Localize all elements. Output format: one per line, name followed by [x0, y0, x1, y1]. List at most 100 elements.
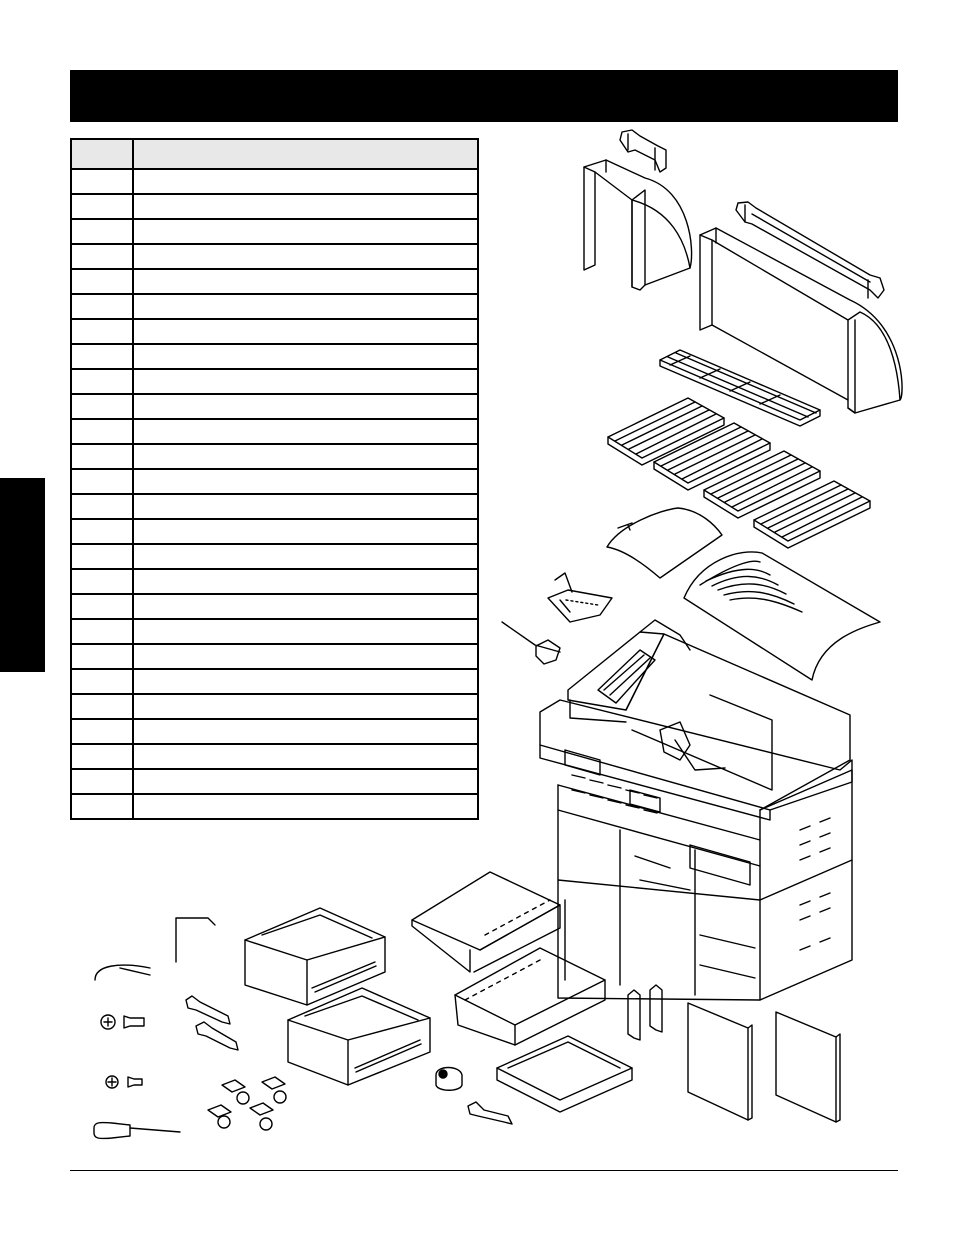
igniter-probe — [501, 621, 561, 665]
screw-small — [105, 1075, 143, 1089]
table-row — [70, 318, 479, 345]
part-number-cell — [70, 318, 134, 345]
part-description-cell — [132, 218, 479, 245]
main-hood — [699, 227, 903, 414]
side-shelf-upper — [411, 871, 561, 973]
part-number-cell — [70, 368, 134, 395]
part-number-cell — [70, 343, 134, 370]
screw-large — [100, 1014, 145, 1030]
part-number-cell — [70, 268, 134, 295]
side-burner-hood — [583, 159, 693, 291]
table-row — [70, 518, 479, 545]
warming-rack — [659, 349, 821, 427]
table-body — [70, 168, 479, 820]
part-description-cell — [132, 643, 479, 670]
side-shelf-lower — [454, 947, 606, 1046]
upper-drawer — [244, 907, 386, 1006]
table-row — [70, 718, 479, 745]
part-description-cell — [132, 593, 479, 620]
part-number-cell — [70, 568, 134, 595]
part-description-cell — [132, 193, 479, 220]
side-hood-handle — [619, 129, 667, 173]
part-description-cell — [132, 618, 479, 645]
table-row — [70, 293, 479, 320]
part-description-cell — [132, 493, 479, 520]
side-heat-shield — [606, 507, 723, 579]
part-number-cell — [70, 168, 134, 195]
part-number-cell — [70, 643, 134, 670]
casters — [207, 1076, 287, 1131]
part-description-cell — [132, 243, 479, 270]
lower-drawer — [287, 987, 431, 1086]
parts-list-table — [70, 138, 479, 820]
part-number-cell — [70, 543, 134, 570]
part-description-cell — [132, 368, 479, 395]
part-description-cell — [132, 793, 479, 820]
part-description-cell — [132, 543, 479, 570]
table-row — [70, 668, 479, 695]
part-number-cell — [70, 193, 134, 220]
part-number-cell — [70, 718, 134, 745]
footer-rule — [70, 1170, 898, 1171]
control-knob — [435, 1066, 463, 1091]
table-row — [70, 218, 479, 245]
table-row — [70, 743, 479, 770]
table-row — [70, 768, 479, 795]
table-row — [70, 793, 479, 820]
cabinet-tray — [496, 1035, 633, 1113]
table-row — [70, 418, 479, 445]
side-section-tab — [0, 478, 45, 672]
table-row — [70, 493, 479, 520]
part-description-cell — [132, 168, 479, 195]
part-number-cell — [70, 593, 134, 620]
table-row — [70, 193, 479, 220]
cooking-grates — [607, 397, 871, 549]
part-number-cell — [70, 293, 134, 320]
header-bar — [70, 70, 898, 122]
part-number-cell — [70, 418, 134, 445]
table-row — [70, 593, 479, 620]
cabinet-door-left — [687, 1002, 753, 1121]
part-number-cell — [70, 393, 134, 420]
part-description-cell — [132, 518, 479, 545]
main-hood-handle — [735, 201, 885, 299]
part-number-cell — [70, 693, 134, 720]
part-number-cell — [70, 493, 134, 520]
part-number-cell — [70, 243, 134, 270]
table-row — [70, 368, 479, 395]
grill-body — [539, 619, 853, 1001]
main-heat-shield — [683, 551, 881, 681]
part-description-cell — [132, 343, 479, 370]
table-row — [70, 618, 479, 645]
part-description-cell — [132, 443, 479, 470]
part-description-cell — [132, 418, 479, 445]
part-description-cell — [132, 743, 479, 770]
part-description-cell — [132, 293, 479, 320]
table-row — [70, 443, 479, 470]
part-number-cell — [70, 768, 134, 795]
table-row — [70, 268, 479, 295]
part-number-cell — [70, 743, 134, 770]
table-header-row — [70, 138, 479, 170]
part-number-cell — [70, 468, 134, 495]
door-handles — [627, 984, 663, 1041]
screwdriver — [93, 1121, 181, 1140]
table-row — [70, 543, 479, 570]
table-row — [70, 168, 479, 195]
part-description-cell — [132, 268, 479, 295]
part-description-cell — [132, 468, 479, 495]
part-description-cell — [132, 393, 479, 420]
part-number-cell — [70, 793, 134, 820]
table-row — [70, 693, 479, 720]
column-header-number — [70, 138, 134, 170]
column-header-description — [132, 138, 479, 170]
drawer-handles — [185, 995, 239, 1051]
table-row — [70, 393, 479, 420]
hex-key — [175, 917, 216, 963]
part-number-cell — [70, 668, 134, 695]
part-number-cell — [70, 218, 134, 245]
part-description-cell — [132, 568, 479, 595]
table-row — [70, 243, 479, 270]
part-description-cell — [132, 718, 479, 745]
